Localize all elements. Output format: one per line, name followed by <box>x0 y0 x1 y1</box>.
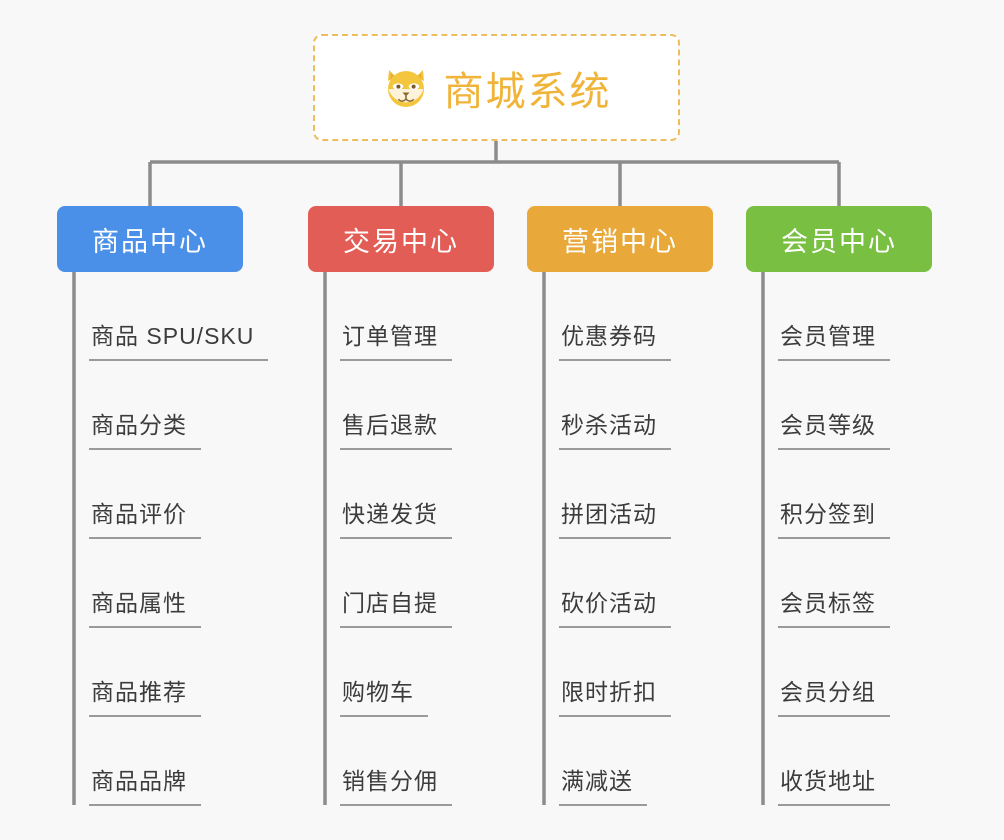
leaf-item[interactable]: 积分签到 <box>746 450 890 539</box>
category-box-3[interactable]: 营销中心 <box>527 206 713 272</box>
category-label: 会员中心 <box>781 226 897 257</box>
leaf-label: 会员分组 <box>778 673 890 717</box>
leaf-item[interactable]: 秒杀活动 <box>527 361 671 450</box>
leaf-label: 购物车 <box>340 673 428 717</box>
leaf-label: 销售分佣 <box>340 762 452 806</box>
leaf-item[interactable]: 商品 SPU/SKU <box>57 272 269 361</box>
dog-face-icon <box>382 64 430 112</box>
leaf-label: 会员管理 <box>778 317 890 361</box>
leaf-label: 收货地址 <box>778 762 890 806</box>
leaf-label: 商品分类 <box>89 406 201 450</box>
leaf-label: 积分签到 <box>778 495 890 539</box>
leaf-item[interactable]: 会员管理 <box>746 272 890 361</box>
leaf-label: 商品评价 <box>89 495 201 539</box>
leaf-label: 商品推荐 <box>89 673 201 717</box>
category-label: 商品中心 <box>92 226 208 257</box>
leaf-column-3: 优惠券码秒杀活动拼团活动砍价活动限时折扣满减送 <box>527 272 787 806</box>
leaf-label: 拼团活动 <box>559 495 671 539</box>
leaf-label: 商品品牌 <box>89 762 201 806</box>
category-label: 交易中心 <box>343 226 459 257</box>
leaf-item[interactable]: 满减送 <box>527 717 647 806</box>
leaf-item[interactable]: 商品分类 <box>57 361 201 450</box>
leaf-label: 限时折扣 <box>559 673 671 717</box>
category-box-1[interactable]: 商品中心 <box>57 206 243 272</box>
leaf-item[interactable]: 拼团活动 <box>527 450 671 539</box>
leaf-label: 门店自提 <box>340 584 452 628</box>
leaf-label: 砍价活动 <box>559 584 671 628</box>
leaf-item[interactable]: 商品品牌 <box>57 717 201 806</box>
leaf-column-2: 订单管理售后退款快递发货门店自提购物车销售分佣 <box>308 272 568 806</box>
category-box-4[interactable]: 会员中心 <box>746 206 932 272</box>
leaf-item[interactable]: 收货地址 <box>746 717 890 806</box>
leaf-label: 商品属性 <box>89 584 201 628</box>
category-label: 营销中心 <box>562 226 678 257</box>
leaf-label: 优惠券码 <box>559 317 671 361</box>
root-node[interactable]: 商城系统 <box>313 34 680 141</box>
leaf-label: 秒杀活动 <box>559 406 671 450</box>
leaf-item[interactable]: 销售分佣 <box>308 717 452 806</box>
leaf-item[interactable]: 售后退款 <box>308 361 452 450</box>
leaf-item[interactable]: 快递发货 <box>308 450 452 539</box>
category-box-2[interactable]: 交易中心 <box>308 206 494 272</box>
leaf-item[interactable]: 砍价活动 <box>527 539 671 628</box>
leaf-item[interactable]: 商品推荐 <box>57 628 201 717</box>
leaf-label: 会员标签 <box>778 584 890 628</box>
leaf-column-1: 商品 SPU/SKU 商品分类商品评价商品属性商品推荐商品品牌 <box>57 272 317 806</box>
leaf-label: 订单管理 <box>340 317 452 361</box>
root-title: 商城系统 <box>443 69 612 114</box>
leaf-label: 商品 SPU/SKU <box>89 317 269 361</box>
leaf-label: 快递发货 <box>340 495 452 539</box>
leaf-item[interactable]: 会员等级 <box>746 361 890 450</box>
leaf-item[interactable]: 商品属性 <box>57 539 201 628</box>
leaf-item[interactable]: 限时折扣 <box>527 628 671 717</box>
leaf-item[interactable]: 优惠券码 <box>527 272 671 361</box>
leaf-label: 会员等级 <box>778 406 890 450</box>
leaf-column-4: 会员管理会员等级积分签到会员标签会员分组收货地址 <box>746 272 1004 806</box>
leaf-item[interactable]: 会员分组 <box>746 628 890 717</box>
leaf-item[interactable]: 购物车 <box>308 628 428 717</box>
leaf-item[interactable]: 订单管理 <box>308 272 452 361</box>
leaf-label: 售后退款 <box>340 406 452 450</box>
leaf-item[interactable]: 商品评价 <box>57 450 201 539</box>
leaf-label: 满减送 <box>559 762 647 806</box>
leaf-item[interactable]: 会员标签 <box>746 539 890 628</box>
leaf-item[interactable]: 门店自提 <box>308 539 452 628</box>
